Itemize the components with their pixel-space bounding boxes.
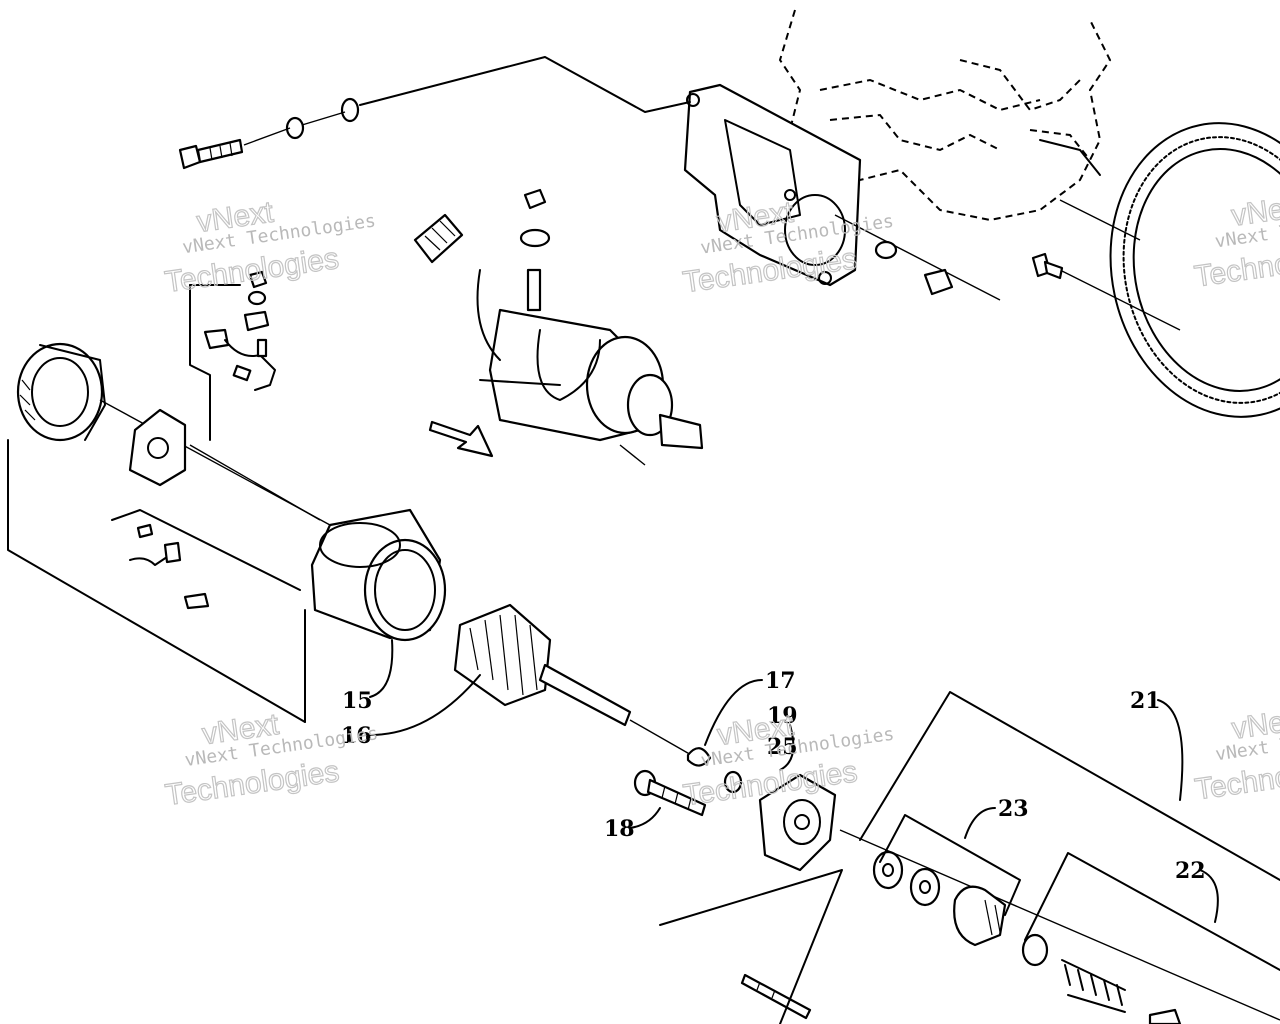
direction-arrow xyxy=(428,420,494,458)
callout-25: 25 xyxy=(767,734,798,760)
mounting-bracket xyxy=(683,83,862,287)
callout-17: 17 xyxy=(765,668,796,694)
leader-frame-left xyxy=(7,439,306,723)
callout-19: 19 xyxy=(767,703,798,729)
callout-22: 22 xyxy=(1175,858,1206,884)
brush-kit xyxy=(111,509,301,610)
watermark-top-left: vNext vNext Technologies Technologies xyxy=(162,195,377,300)
through-bolt xyxy=(633,769,707,817)
engine-block xyxy=(778,9,1112,222)
callout-23: 23 xyxy=(998,796,1029,822)
terminal-kit xyxy=(189,270,276,441)
end-cap xyxy=(16,342,331,526)
field-housing xyxy=(310,508,447,642)
callout-21: 21 xyxy=(1130,688,1161,714)
watermark-top-center: vNext vNext Technologies Technologies xyxy=(680,195,895,300)
callout-labels: 15 16 17 18 19 21 22 23 25 xyxy=(341,668,1206,884)
top-bolt-assembly xyxy=(178,56,691,170)
drive-end-housing xyxy=(758,773,1280,1021)
starter-motor-assembly xyxy=(413,188,704,466)
callout-18: 18 xyxy=(604,816,635,842)
small-washers xyxy=(686,747,743,794)
watermark-top-right: vNext vNext Technologies Technologies xyxy=(1192,189,1280,294)
mount-nut-washer xyxy=(834,199,1181,331)
drive-gear-set xyxy=(872,850,1007,947)
watermark-bottom-right: vNext vNext Technologies Technologies xyxy=(1192,702,1280,807)
brush-holder xyxy=(128,408,321,521)
watermark-bottom-center: vNext vNext Technologies Technologies xyxy=(681,708,896,813)
group-brackets xyxy=(659,691,1280,1024)
spring-collar-set xyxy=(1021,933,1182,1024)
bottom-rod xyxy=(740,973,812,1020)
armature xyxy=(453,603,701,761)
flywheel-ring-gear xyxy=(1109,122,1280,418)
callout-15: 15 xyxy=(342,688,373,714)
callout-16: 16 xyxy=(341,723,372,749)
callout-leaders xyxy=(369,639,1219,923)
